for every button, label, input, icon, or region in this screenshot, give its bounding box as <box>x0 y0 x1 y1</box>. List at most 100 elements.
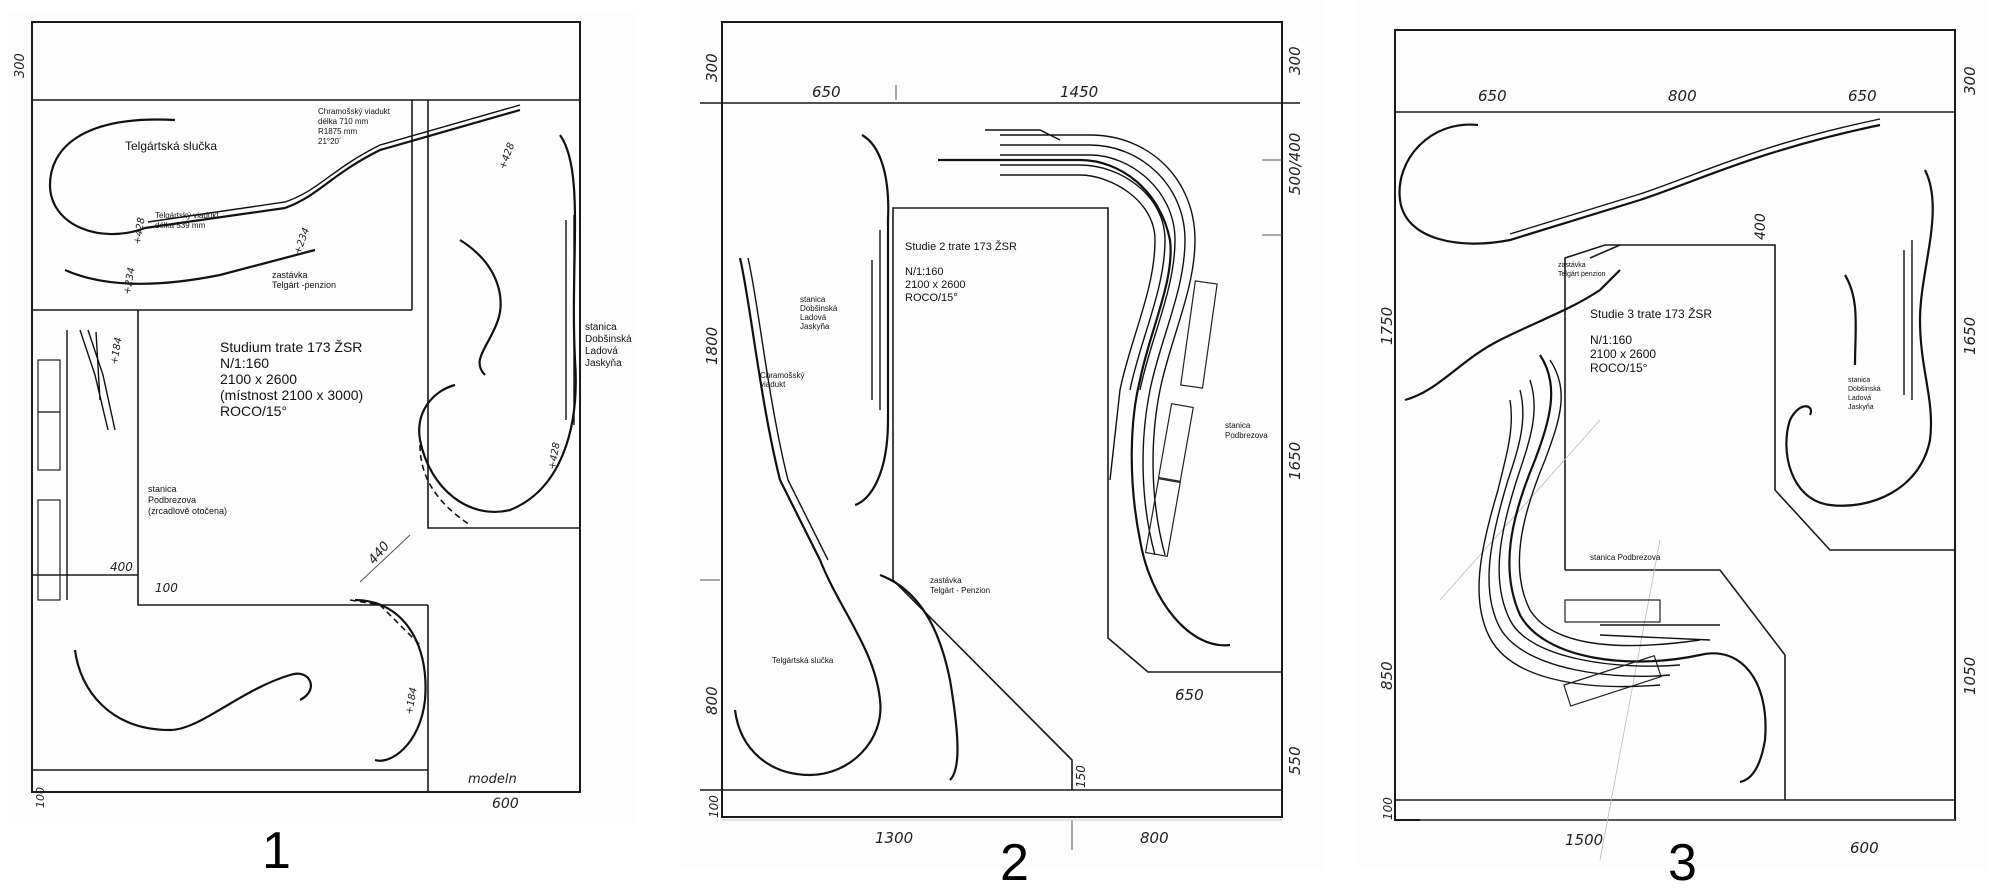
plan-3-platform-b <box>1563 654 1662 707</box>
plan-1-room-outline <box>31 21 581 793</box>
plan-2-dim-650: 650 <box>812 83 841 101</box>
plan-2-label-telgart-loop: Telgártská slučka <box>772 656 834 665</box>
plan-3-right-aisle <box>1564 244 1955 570</box>
plan-1-scale: N/1:160 <box>220 355 269 371</box>
plan-1-platform-c <box>37 499 61 601</box>
plan-2-dim-550: 550 <box>1286 746 1304 775</box>
plan-2-dim-1450: 1450 <box>1060 83 1098 101</box>
plan-2-size: 2100 x 2600 <box>905 279 966 291</box>
plan-2-dim-1650: 1650 <box>1286 442 1304 480</box>
plan-2-dobsinska-station <box>871 230 881 410</box>
plan-2-platform-a <box>1180 280 1218 389</box>
plan-2-number: 2 <box>1000 834 1029 889</box>
plan-2-podbrezova-outer <box>938 158 1231 647</box>
plan-2-dim-800: 800 <box>703 686 721 715</box>
plan-1-viaduct-parallel <box>147 104 521 223</box>
plan-2-dim-300l: 300 <box>703 53 721 82</box>
plan-3-label-halt-1: zastávka <box>1558 262 1586 269</box>
plan-2-label-podbrezova-2: Podbrezova <box>1225 431 1268 440</box>
plan-3-label-dobsinska-4: Jaskyňa <box>1848 404 1874 411</box>
plan-3-number: 3 <box>1668 834 1697 889</box>
plan-3-size: 2100 x 2600 <box>1590 347 1656 361</box>
plan-1-dobsinska-station-tracks <box>565 215 575 425</box>
plan-2-title: Studie 2 trate 173 ŽSR <box>905 240 1017 253</box>
plan-3-dim-600: 600 <box>1850 839 1879 857</box>
plan-3-system: ROCO/15° <box>1590 361 1648 375</box>
plan-3-label-dobsinska-3: Ladová <box>1848 395 1871 402</box>
plan-1-podbrezova-tracks <box>79 329 116 431</box>
plan-3-scale: N/1:160 <box>1590 333 1632 347</box>
plan-3-curve-3 <box>1488 389 1671 677</box>
plan-3-label-halt-2: Telgárt penzion <box>1558 271 1606 278</box>
plan-1-label-telgart-viaduct-1: Telgártský viadukt <box>155 211 219 220</box>
plan-1-label-chramos-1: Chramošský viadukt <box>318 107 391 116</box>
plan-2-platform-b <box>1157 402 1194 483</box>
plan-2-label-dobsinska-4: Jaskyňa <box>800 322 830 331</box>
plan-3-telgart-loop-track <box>1398 123 1881 245</box>
plan-1-dim-100a: 100 <box>155 581 178 595</box>
plan-3-platform-a <box>1564 599 1661 623</box>
plan-2-dobsinska-track <box>854 134 890 507</box>
plan-1-height-234b: +234 <box>122 267 138 296</box>
plan-1-size: 2100 x 2600 <box>220 371 297 387</box>
plan-2-dim-650b: 650 <box>1175 686 1204 704</box>
plan-3-dim-1500: 1500 <box>1565 831 1603 849</box>
plan-3-dim-400: 400 <box>1753 213 1769 240</box>
plan-1-height-184a: +184 <box>109 337 125 366</box>
plan-2-diagonal-edge <box>892 579 1073 790</box>
plan-1-label-dobsinska-3: Ladová <box>585 346 618 357</box>
plan-2-telgart-loop-track <box>733 257 882 777</box>
plan-3-dim-800: 800 <box>1668 87 1697 105</box>
plan-3-sheet <box>1358 0 1988 870</box>
plan-3-curve-2 <box>1498 379 1681 667</box>
plan-1-dim-100b: 100 <box>34 787 47 808</box>
plan-1-system: ROCO/15° <box>220 403 287 419</box>
plan-3-curve-1 <box>1518 359 1701 647</box>
plan-1-label-dobsinska-2: Dobšinská <box>585 334 632 345</box>
plan-3-dim-1750: 1750 <box>1378 307 1396 345</box>
plan-2-label-chramos-1: Chramošský <box>760 371 804 380</box>
plan-1-halt-track <box>64 248 316 285</box>
plan-3-label-podbrezova: stanica Podbrezova <box>1590 553 1661 562</box>
plan-3-yard-tracks <box>1599 624 1720 641</box>
plan-1-signature: modeln <box>468 772 517 787</box>
plan-2-dim-1800: 1800 <box>703 327 721 365</box>
plan-1-inner-aisle <box>137 310 428 606</box>
plan-2-curve-1 <box>1000 134 1196 556</box>
plan-1-440-dimension-line <box>359 534 411 583</box>
plan-3-inner-track <box>1844 274 1857 366</box>
plan-2-chramos-viaduct <box>747 257 829 561</box>
plan-3-dim-650a: 650 <box>1478 87 1507 105</box>
plan-3-dim-850: 850 <box>1378 661 1396 690</box>
plan-1-number: 1 <box>262 822 291 880</box>
plan-3-curve-4 <box>1478 399 1661 688</box>
plan-3-dobsinska-track <box>1785 169 1934 507</box>
plan-1-label-podbrezova-3: (zrcadlově otočena) <box>148 506 227 516</box>
plan-1-dashed-curve <box>349 599 421 646</box>
plan-1-label-halt-1: zastávka <box>272 270 308 280</box>
plan-1-label-telgart-viaduct-2: délka 539 mm <box>155 221 206 230</box>
plan-2-inner-aisle <box>892 207 1282 673</box>
plan-1-right-aisle <box>427 100 580 529</box>
plan-1-dashed-wall <box>419 444 471 526</box>
plan-1-label-podbrezova-1: stanica <box>148 484 177 494</box>
plan-3-viaduct-parallel <box>1509 118 1881 235</box>
plan-3-halt-track <box>1404 269 1621 402</box>
plan-1-room: (místnost 2100 x 3000) <box>220 387 363 403</box>
plan-2-label-dobsinska-2: Dobšinská <box>800 304 838 313</box>
plan-2-yard-lead <box>985 129 1061 141</box>
plan-2-platform-c <box>1144 477 1181 558</box>
plan-1-platform-b <box>37 411 61 471</box>
plan-2: Studie 2 trate 173 ŽSR N/1:160 2100 x 26… <box>680 0 1325 889</box>
plan-1-label-halt-2: Telgárt -penzion <box>272 280 336 290</box>
plan-1-dim-400: 400 <box>110 560 133 574</box>
plan-2-scale: N/1:160 <box>905 266 944 278</box>
plan-1-inner-curve <box>459 239 502 376</box>
plan-3-dim-300: 300 <box>1961 66 1979 95</box>
plan-3-dobsinska-station <box>1903 240 1913 400</box>
plan-2-system: ROCO/15° <box>905 292 958 304</box>
plan-1-sheet <box>8 10 638 825</box>
plan-3-dim-1050: 1050 <box>1961 657 1979 695</box>
plan-2-curve-4 <box>1000 164 1166 391</box>
plan-1-label-podbrezova-2: Podbrezova <box>148 495 196 505</box>
